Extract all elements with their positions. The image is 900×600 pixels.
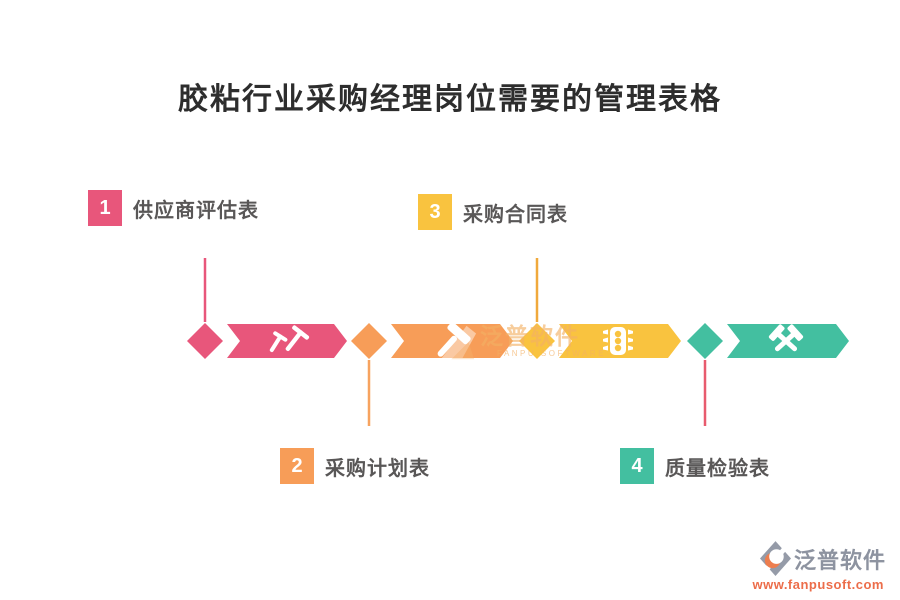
footer-brand-block: 泛普软件 www.fanpusoft.com (752, 541, 886, 592)
item-2-diamond (351, 323, 387, 359)
item-2-number-badge: 2 (280, 448, 314, 484)
item-2-label-group: 2 采购计划表 (280, 448, 430, 484)
item-1-label: 供应商评估表 (133, 199, 259, 222)
item-4-diamond (687, 323, 723, 359)
process-timeline (187, 258, 849, 426)
fanpu-logo-icon (759, 541, 791, 576)
item-2-label: 采购计划表 (325, 457, 430, 480)
item-1-number-badge: 1 (88, 190, 122, 226)
item-1-label-group: 1 供应商评估表 (88, 190, 259, 226)
page-title: 胶粘行业采购经理岗位需要的管理表格 (178, 83, 722, 116)
traffic-light-icon (603, 327, 633, 355)
item-3-number-badge: 3 (418, 194, 452, 230)
item-3-label: 采购合同表 (463, 203, 568, 226)
item-4-label: 质量检验表 (665, 457, 770, 480)
item-3-label-group: 3 采购合同表 (418, 194, 568, 230)
item-4-number-badge: 4 (620, 448, 654, 484)
pins-icon (269, 325, 310, 353)
hammer-icon (437, 322, 471, 357)
crossed-hammers-icon (768, 324, 804, 352)
item-1-diamond (187, 323, 223, 359)
footer-brand-name: 泛普软件 (793, 547, 886, 573)
item-3-diamond (519, 323, 555, 359)
item-1-banner (227, 324, 347, 358)
item-4-label-group: 4 质量检验表 (620, 448, 770, 484)
footer-url-link[interactable]: www.fanpusoft.com (752, 577, 884, 592)
